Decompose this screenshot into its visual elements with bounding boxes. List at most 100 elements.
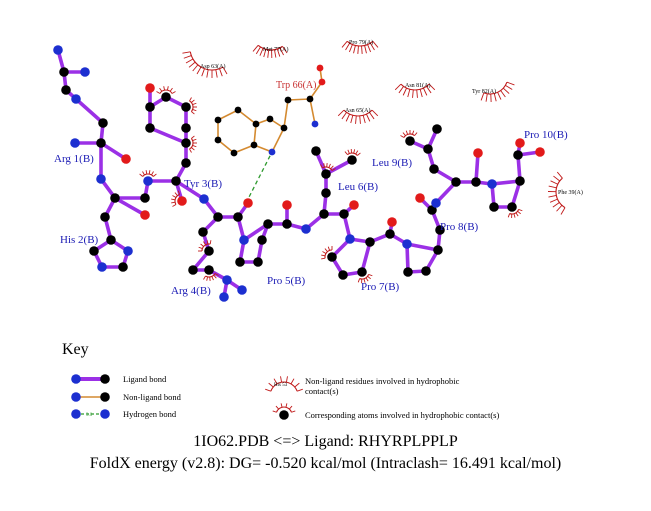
carbon-atom bbox=[171, 176, 181, 186]
key-ligand-bond-c-atom bbox=[100, 374, 110, 384]
carbon-atom bbox=[96, 138, 106, 148]
hydrophobic-spoke bbox=[552, 202, 560, 208]
hydrophobic-spoke bbox=[480, 92, 485, 101]
key-residue-eyelash bbox=[265, 376, 303, 392]
key-hydrophobic-residues-line2: contact(s) bbox=[305, 386, 339, 396]
hydrophobic-atom-contact bbox=[320, 163, 336, 171]
hydrophobic-arc bbox=[322, 166, 333, 171]
hydrophobic-atom-contact bbox=[344, 148, 361, 156]
carbon-atom bbox=[252, 120, 260, 128]
hydrophobic-spoke bbox=[265, 388, 271, 392]
carbon-atom bbox=[515, 176, 525, 186]
hydrophobic-spoke bbox=[172, 195, 177, 198]
hydrophobic-spoke bbox=[344, 151, 348, 155]
carbon-atom bbox=[427, 205, 437, 215]
nitrogen-atom bbox=[311, 120, 319, 128]
non-ligand-bond bbox=[271, 127, 285, 153]
non-ligand-bond bbox=[309, 98, 316, 125]
hydrophobic-spoke bbox=[289, 405, 293, 410]
hydrophobic-arc bbox=[555, 177, 566, 209]
hydrophobic-spoke bbox=[214, 273, 219, 276]
key-hydrogen-bond-o-atom bbox=[100, 409, 110, 419]
carbon-atom bbox=[235, 257, 245, 267]
hydrophobic-spoke bbox=[348, 44, 353, 53]
carbon-atom bbox=[214, 136, 222, 144]
hydrophobic-spoke bbox=[263, 49, 267, 58]
hydrophobic-spoke bbox=[290, 378, 295, 385]
non-ligand-bond bbox=[217, 139, 235, 154]
residue-label-pro8: Pro 8(B) bbox=[440, 221, 479, 233]
carbon-atom bbox=[347, 155, 357, 165]
hydrophobic-arc bbox=[359, 274, 370, 280]
hydrophobic-spoke bbox=[556, 205, 563, 212]
hydrophobic-atom-contact bbox=[189, 135, 197, 153]
hydrophobic-spoke bbox=[493, 93, 497, 102]
hydrophobic-arc bbox=[201, 243, 211, 252]
residue-label-pro10: Pro 10(B) bbox=[524, 129, 568, 141]
hydrophobic-spoke bbox=[273, 378, 278, 385]
carbon-atom bbox=[403, 267, 413, 277]
hydrophobic-spoke bbox=[369, 42, 375, 51]
carbon-atom bbox=[145, 102, 155, 112]
carbon-atom bbox=[423, 144, 433, 154]
hydrophobic-label-asn65: Asn 65(A) bbox=[345, 107, 371, 114]
hydrophobic-spoke bbox=[145, 170, 148, 175]
oxygen-atom bbox=[121, 154, 131, 164]
carbon-atom bbox=[98, 118, 108, 128]
non-ligand-bond bbox=[253, 123, 257, 146]
ligand-bond bbox=[74, 97, 105, 125]
hydrophobic-spoke bbox=[185, 58, 194, 64]
hydrophobic-spoke bbox=[171, 91, 176, 94]
hydrophobic-spoke bbox=[322, 251, 327, 254]
hydrophobic-spoke bbox=[355, 150, 359, 155]
hydrophobic-spoke bbox=[280, 376, 283, 383]
nitrogen-atom bbox=[301, 224, 311, 234]
hydrophobic-spoke bbox=[362, 115, 366, 124]
hydrophobic-spoke bbox=[163, 86, 165, 91]
hydrophobic-spoke bbox=[411, 130, 415, 135]
key-hydrophobic-residues-line1: Non-ligand residues involved in hydropho… bbox=[305, 376, 460, 386]
hydrophobic-spoke bbox=[506, 81, 515, 86]
hydrophobic-spoke bbox=[191, 135, 195, 139]
hydrophobic-spoke bbox=[191, 147, 195, 151]
oxygen-atom bbox=[515, 138, 525, 148]
key-ligand-bond-label: Ligand bond bbox=[123, 374, 167, 384]
key-nonligand-bond-n-atom bbox=[71, 392, 81, 402]
hydrophobic-residue-pro79 bbox=[341, 40, 379, 54]
ligand-bond bbox=[474, 151, 480, 184]
nitrogen-atom bbox=[431, 198, 441, 208]
carbon-atom bbox=[365, 237, 375, 247]
hydrophobic-label-met77: Met 77(A) bbox=[263, 46, 289, 53]
carbon-atom bbox=[280, 124, 288, 132]
nitrogen-atom bbox=[123, 246, 133, 256]
key-legend: 3.0 His 53 bbox=[71, 374, 303, 420]
hydrophobic-spoke bbox=[549, 198, 558, 203]
carbon-atom bbox=[181, 123, 191, 133]
hydrophobic-spoke bbox=[428, 83, 436, 91]
carbon-atom bbox=[489, 202, 499, 212]
hydrophobic-spoke bbox=[201, 68, 205, 77]
non-ligand-bond bbox=[287, 98, 311, 101]
residue-label-pro7: Pro 7(B) bbox=[361, 281, 400, 293]
hydrophobic-spoke bbox=[500, 90, 506, 98]
hydrophobic-spoke bbox=[285, 403, 288, 408]
key-hbond-distance: 3.0 bbox=[86, 413, 93, 418]
caption-line1: 1IO62.PDB <=> Ligand: RHYRPLPPLP bbox=[193, 433, 458, 450]
hydrophobic-spoke bbox=[285, 376, 288, 383]
hydrophobic-spoke bbox=[372, 41, 379, 48]
carbon-atom bbox=[257, 235, 267, 245]
hydrophobic-spoke bbox=[259, 48, 264, 56]
hydrophobic-spoke bbox=[556, 171, 563, 179]
hydrophobic-spoke bbox=[206, 69, 209, 78]
carbon-atom bbox=[145, 123, 155, 133]
carbon-atom bbox=[338, 270, 348, 280]
hydrophobic-spoke bbox=[402, 132, 406, 136]
hydrophobic-spoke bbox=[222, 66, 228, 75]
hydrophobic-spoke bbox=[139, 173, 143, 177]
hydrophobic-spoke bbox=[407, 89, 411, 98]
hydrophobic-atom-contact bbox=[189, 97, 197, 115]
hydrophobic-spoke bbox=[291, 410, 296, 413]
oxygen-atom bbox=[140, 210, 150, 220]
hydrophobic-spoke bbox=[505, 84, 513, 90]
